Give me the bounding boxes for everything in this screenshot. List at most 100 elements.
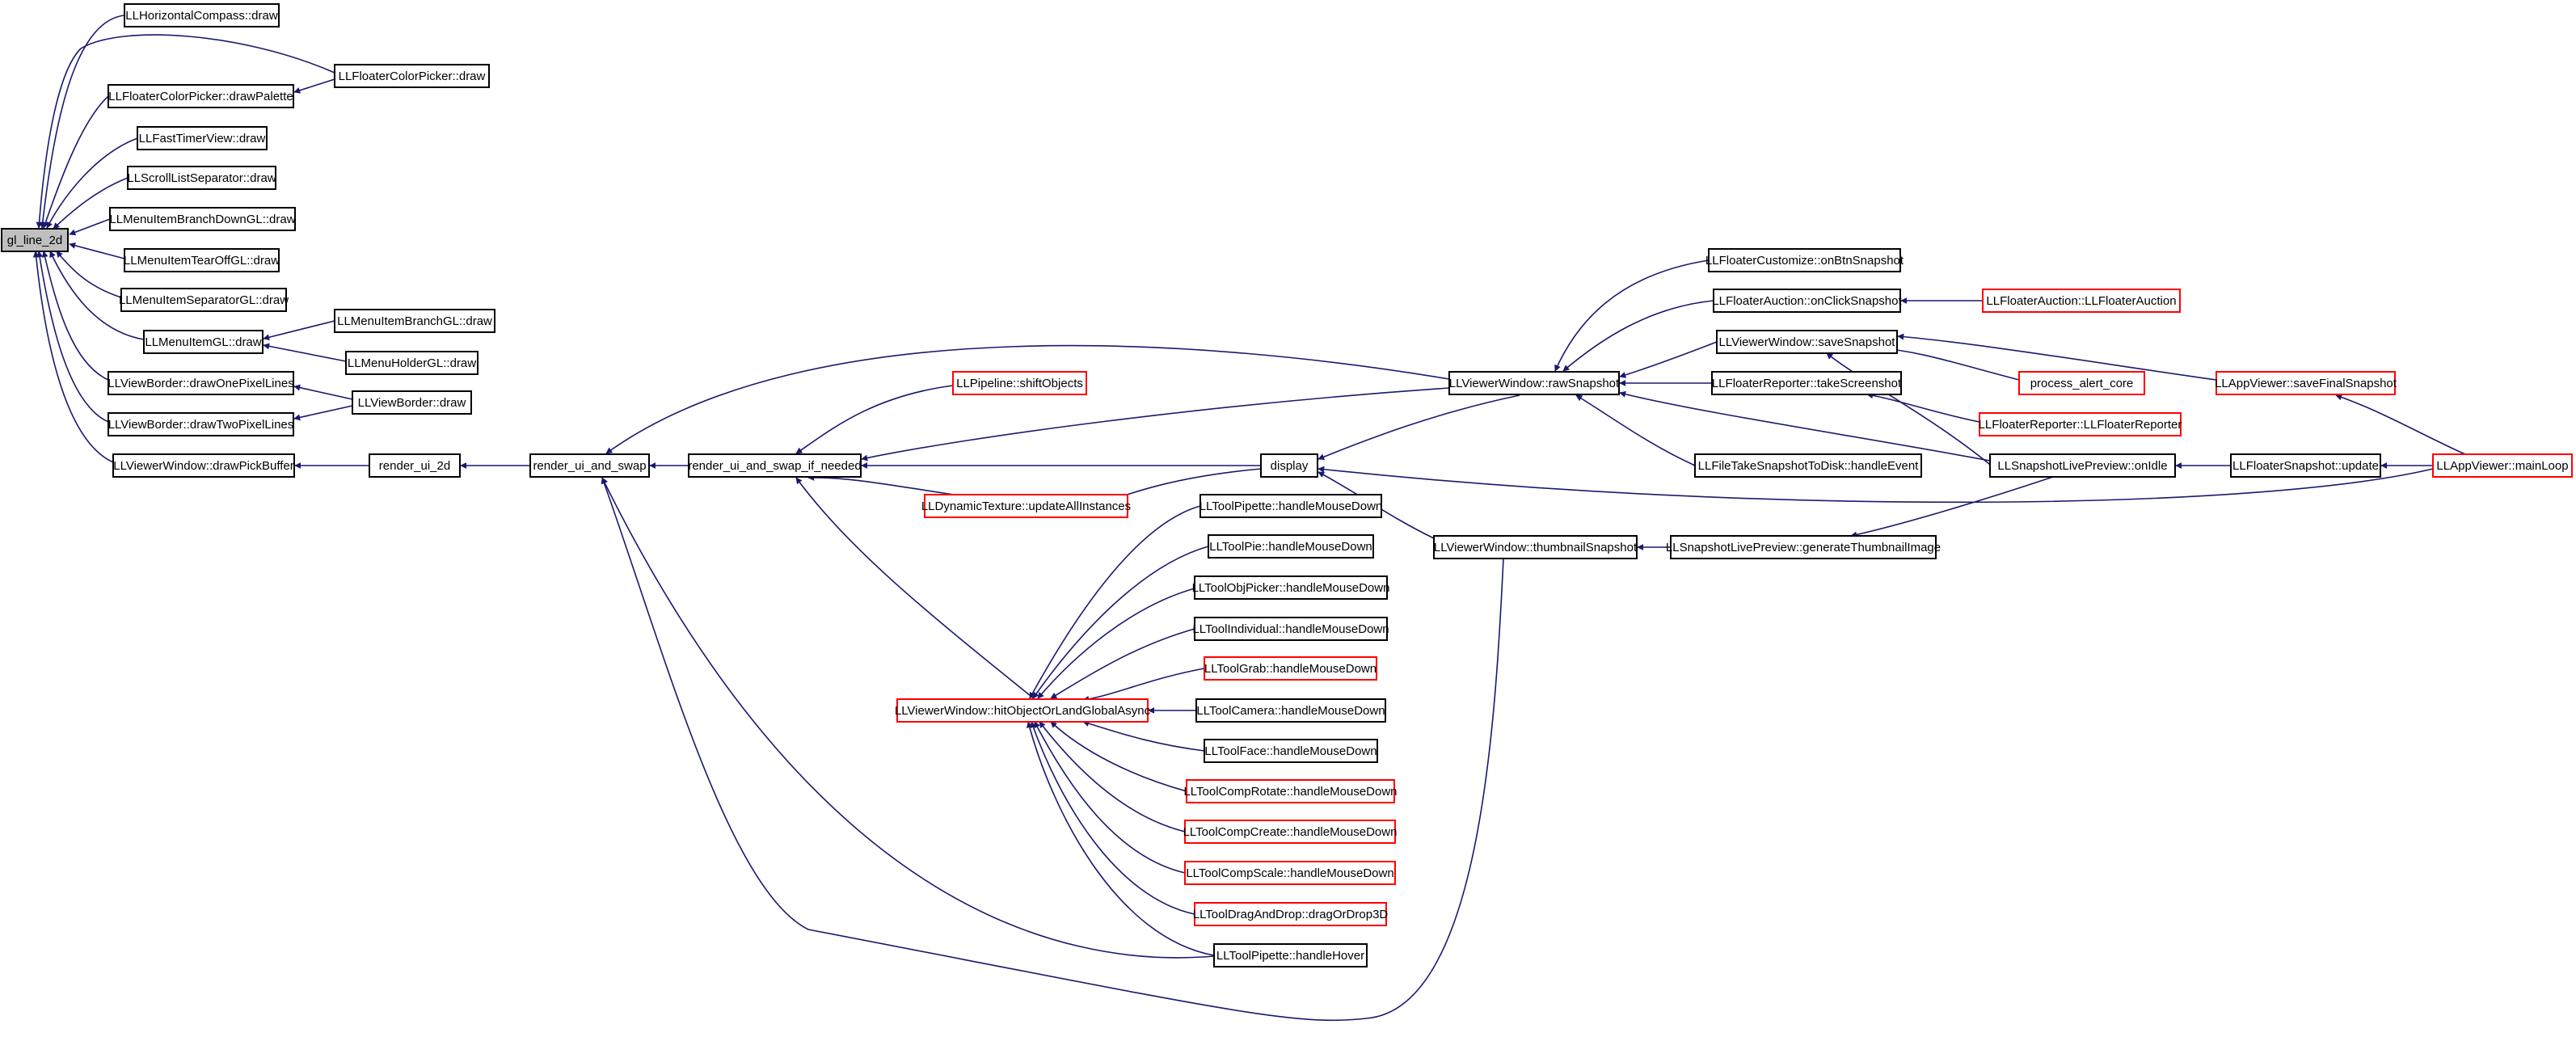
node-label: render_ui_and_swap bbox=[533, 459, 646, 473]
edge-t-pipette-md-to-vw-hit bbox=[1029, 505, 1201, 699]
node-box bbox=[1, 228, 69, 252]
node-fs-update[interactable]: LLFloaterSnapshot::update bbox=[2230, 453, 2381, 478]
node-fa-ctor[interactable]: LLFloaterAuction::LLFloaterAuction bbox=[1982, 289, 2181, 313]
node-render-swap-if[interactable]: render_ui_and_swap_if_needed bbox=[688, 453, 862, 478]
node-display[interactable]: display bbox=[1260, 453, 1318, 478]
node-mibranchdown[interactable]: LLMenuItemBranchDownGL::draw bbox=[109, 207, 296, 231]
node-t-pie-md[interactable]: LLToolPie::handleMouseDown bbox=[1208, 534, 1374, 559]
node-label: render_ui_and_swap_if_needed bbox=[688, 459, 861, 473]
node-label: LLToolObjPicker::handleMouseDown bbox=[1192, 581, 1390, 595]
node-pipeline-shift[interactable]: LLPipeline::shiftObjects bbox=[952, 371, 1087, 395]
node-box bbox=[352, 390, 472, 415]
node-label: LLAppViewer::mainLoop bbox=[2436, 459, 2568, 473]
node-fcp-draw[interactable]: LLFloaterColorPicker::draw bbox=[334, 64, 490, 88]
node-av-mainloop[interactable]: LLAppViewer::mainLoop bbox=[2432, 453, 2573, 478]
node-t-camera-md[interactable]: LLToolCamera::handleMouseDown bbox=[1195, 698, 1386, 723]
node-t-dragdrop[interactable]: LLToolDragAndDrop::dragOrDrop3D bbox=[1193, 902, 1389, 926]
node-vw-pick[interactable]: LLViewerWindow::drawPickBuffer bbox=[112, 453, 295, 478]
node-label: LLToolPipette::handleMouseDown bbox=[1199, 500, 1383, 513]
node-t-face-md[interactable]: LLToolFace::handleMouseDown bbox=[1204, 739, 1378, 763]
edge-t-comprotate-md-to-vw-hit bbox=[1050, 721, 1187, 792]
node-fr-take[interactable]: LLFloaterReporter::takeScreenshot bbox=[1711, 371, 1902, 395]
node-label: LLMenuItemTearOffGL::draw bbox=[124, 254, 280, 268]
node-t-individual-md[interactable]: LLToolIndividual::handleMouseDown bbox=[1192, 617, 1389, 641]
node-t-compcreate-md[interactable]: LLToolCompCreate::handleMouseDown bbox=[1183, 820, 1398, 844]
node-t-comprotate-md[interactable]: LLToolCompRotate::handleMouseDown bbox=[1183, 779, 1398, 803]
node-fa-click[interactable]: LLFloaterAuction::onClickSnapshot bbox=[1712, 289, 1902, 313]
node-box bbox=[2018, 371, 2145, 395]
node-vw-thumb[interactable]: LLViewerWindow::thumbnailSnapshot bbox=[1433, 535, 1638, 559]
node-box bbox=[120, 288, 287, 312]
node-box bbox=[1184, 861, 1396, 885]
node-label: LLSnapshotLivePreview::onIdle bbox=[1997, 459, 2167, 473]
node-label: LLToolIndividual::handleMouseDown bbox=[1192, 622, 1389, 636]
node-av-save-final[interactable]: LLAppViewer::saveFinalSnapshot bbox=[2215, 371, 2397, 395]
node-label: LLViewBorder::drawOnePixelLines bbox=[108, 377, 293, 390]
edge-scrollsep-to-gl-line-2d bbox=[53, 177, 129, 230]
node-t-grab-md[interactable]: LLToolGrab::handleMouseDown bbox=[1204, 656, 1377, 681]
node-dyntex[interactable]: LLDynamicTexture::updateAllInstances bbox=[921, 494, 1131, 518]
node-box bbox=[1982, 289, 2181, 313]
node-slp-idle[interactable]: LLSnapshotLivePreview::onIdle bbox=[1989, 453, 2176, 478]
node-label: LLFloaterColorPicker::draw bbox=[339, 70, 486, 83]
node-vw-hit[interactable]: LLViewerWindow::hitObjectOrLandGlobalAsy… bbox=[895, 698, 1151, 723]
node-label: render_ui_2d bbox=[379, 459, 450, 473]
node-fr-ctor[interactable]: LLFloaterReporter::LLFloaterReporter bbox=[1979, 412, 2182, 436]
node-box bbox=[1204, 739, 1378, 763]
node-box bbox=[2216, 371, 2396, 395]
nodes-layer: gl_line_2d LLHorizontalCompass::drawLLFlo… bbox=[1, 3, 2573, 967]
node-box bbox=[1694, 453, 1922, 478]
edge-vw-hit-to-render-swap-if bbox=[795, 477, 1035, 700]
node-fcp-drawPalette[interactable]: LLFloaterColorPicker::drawPalette bbox=[108, 84, 294, 108]
node-t-compscale-md[interactable]: LLToolCompScale::handleMouseDown bbox=[1184, 861, 1396, 885]
node-vw-save[interactable]: LLViewerWindow::saveSnapshot bbox=[1716, 330, 1898, 354]
node-ftsd[interactable]: LLFileTakeSnapshotToDisk::handleEvent bbox=[1694, 453, 1922, 478]
node-vb-one[interactable]: LLViewBorder::drawOnePixelLines bbox=[108, 371, 294, 395]
edge-vb-draw-to-vb-two bbox=[293, 405, 353, 421]
node-label: LLFastTimerView::draw bbox=[139, 132, 266, 145]
node-box bbox=[529, 453, 650, 478]
node-vw-raw[interactable]: LLViewerWindow::rawSnapshot bbox=[1448, 371, 1620, 395]
node-migl-draw[interactable]: LLMenuItemGL::draw bbox=[143, 330, 264, 354]
node-gl-line-2d[interactable]: gl_line_2d bbox=[1, 228, 69, 252]
node-vb-draw[interactable]: LLViewBorder::draw bbox=[352, 390, 472, 415]
node-menuholder[interactable]: LLMenuHolderGL::draw bbox=[345, 351, 479, 375]
node-slp-gen[interactable]: LLSnapshotLivePreview::generateThumbnail… bbox=[1666, 535, 1941, 559]
node-hcompass[interactable]: LLHorizontalCompass::draw bbox=[124, 3, 280, 27]
edge-fc-btn-to-vw-raw bbox=[1554, 259, 1710, 372]
node-box bbox=[1186, 779, 1395, 803]
node-label: LLMenuItemSeparatorGL::draw bbox=[119, 293, 289, 307]
node-box bbox=[1208, 534, 1374, 559]
node-label: LLSnapshotLivePreview::generateThumbnail… bbox=[1666, 541, 1941, 554]
node-box bbox=[1716, 330, 1898, 354]
node-t-objpicker-md[interactable]: LLToolObjPicker::handleMouseDown bbox=[1192, 575, 1390, 600]
node-label: LLToolCompCreate::handleMouseDown bbox=[1183, 825, 1398, 839]
node-vb-two[interactable]: LLViewBorder::drawTwoPixelLines bbox=[108, 412, 294, 436]
edge-av-mainloop-to-display bbox=[1318, 466, 2434, 504]
edge-vw-raw-to-render-swap-if bbox=[861, 387, 1450, 462]
node-t-pipette-hover[interactable]: LLToolPipette::handleHover bbox=[1213, 943, 1368, 967]
node-label: LLMenuHolderGL::draw bbox=[348, 356, 476, 370]
node-render-ui-2d[interactable]: render_ui_2d bbox=[369, 453, 461, 478]
node-box bbox=[1448, 371, 1620, 395]
node-scrollsep[interactable]: LLScrollListSeparator::draw bbox=[127, 166, 276, 190]
node-t-pipette-md[interactable]: LLToolPipette::handleMouseDown bbox=[1199, 494, 1383, 518]
node-label: LLScrollListSeparator::draw bbox=[127, 171, 276, 185]
node-box bbox=[1711, 371, 1902, 395]
node-label: LLMenuItemBranchGL::draw bbox=[337, 314, 492, 328]
node-mibranch[interactable]: LLMenuItemBranchGL::draw bbox=[334, 309, 495, 333]
edge-slp-idle-to-slp-gen bbox=[1850, 476, 2054, 538]
node-box bbox=[1433, 535, 1638, 559]
node-miseparator[interactable]: LLMenuItemSeparatorGL::draw bbox=[119, 288, 289, 312]
node-fasttimer[interactable]: LLFastTimerView::draw bbox=[137, 126, 268, 150]
node-process-alert[interactable]: process_alert_core bbox=[2018, 371, 2145, 395]
node-mitearoff[interactable]: LLMenuItemTearOffGL::draw bbox=[124, 248, 280, 272]
node-box bbox=[112, 453, 295, 478]
edge-av-mainloop-to-av-save-final bbox=[2335, 394, 2466, 455]
edge-dyntex-to-render-swap-if bbox=[807, 474, 955, 495]
node-fc-btn[interactable]: LLFloaterCustomize::onBtnSnapshot bbox=[1705, 248, 1904, 272]
edge-fr-ctor-to-fr-take bbox=[1866, 392, 1980, 423]
node-render-swap[interactable]: render_ui_and_swap bbox=[529, 453, 650, 478]
node-box bbox=[124, 3, 280, 27]
